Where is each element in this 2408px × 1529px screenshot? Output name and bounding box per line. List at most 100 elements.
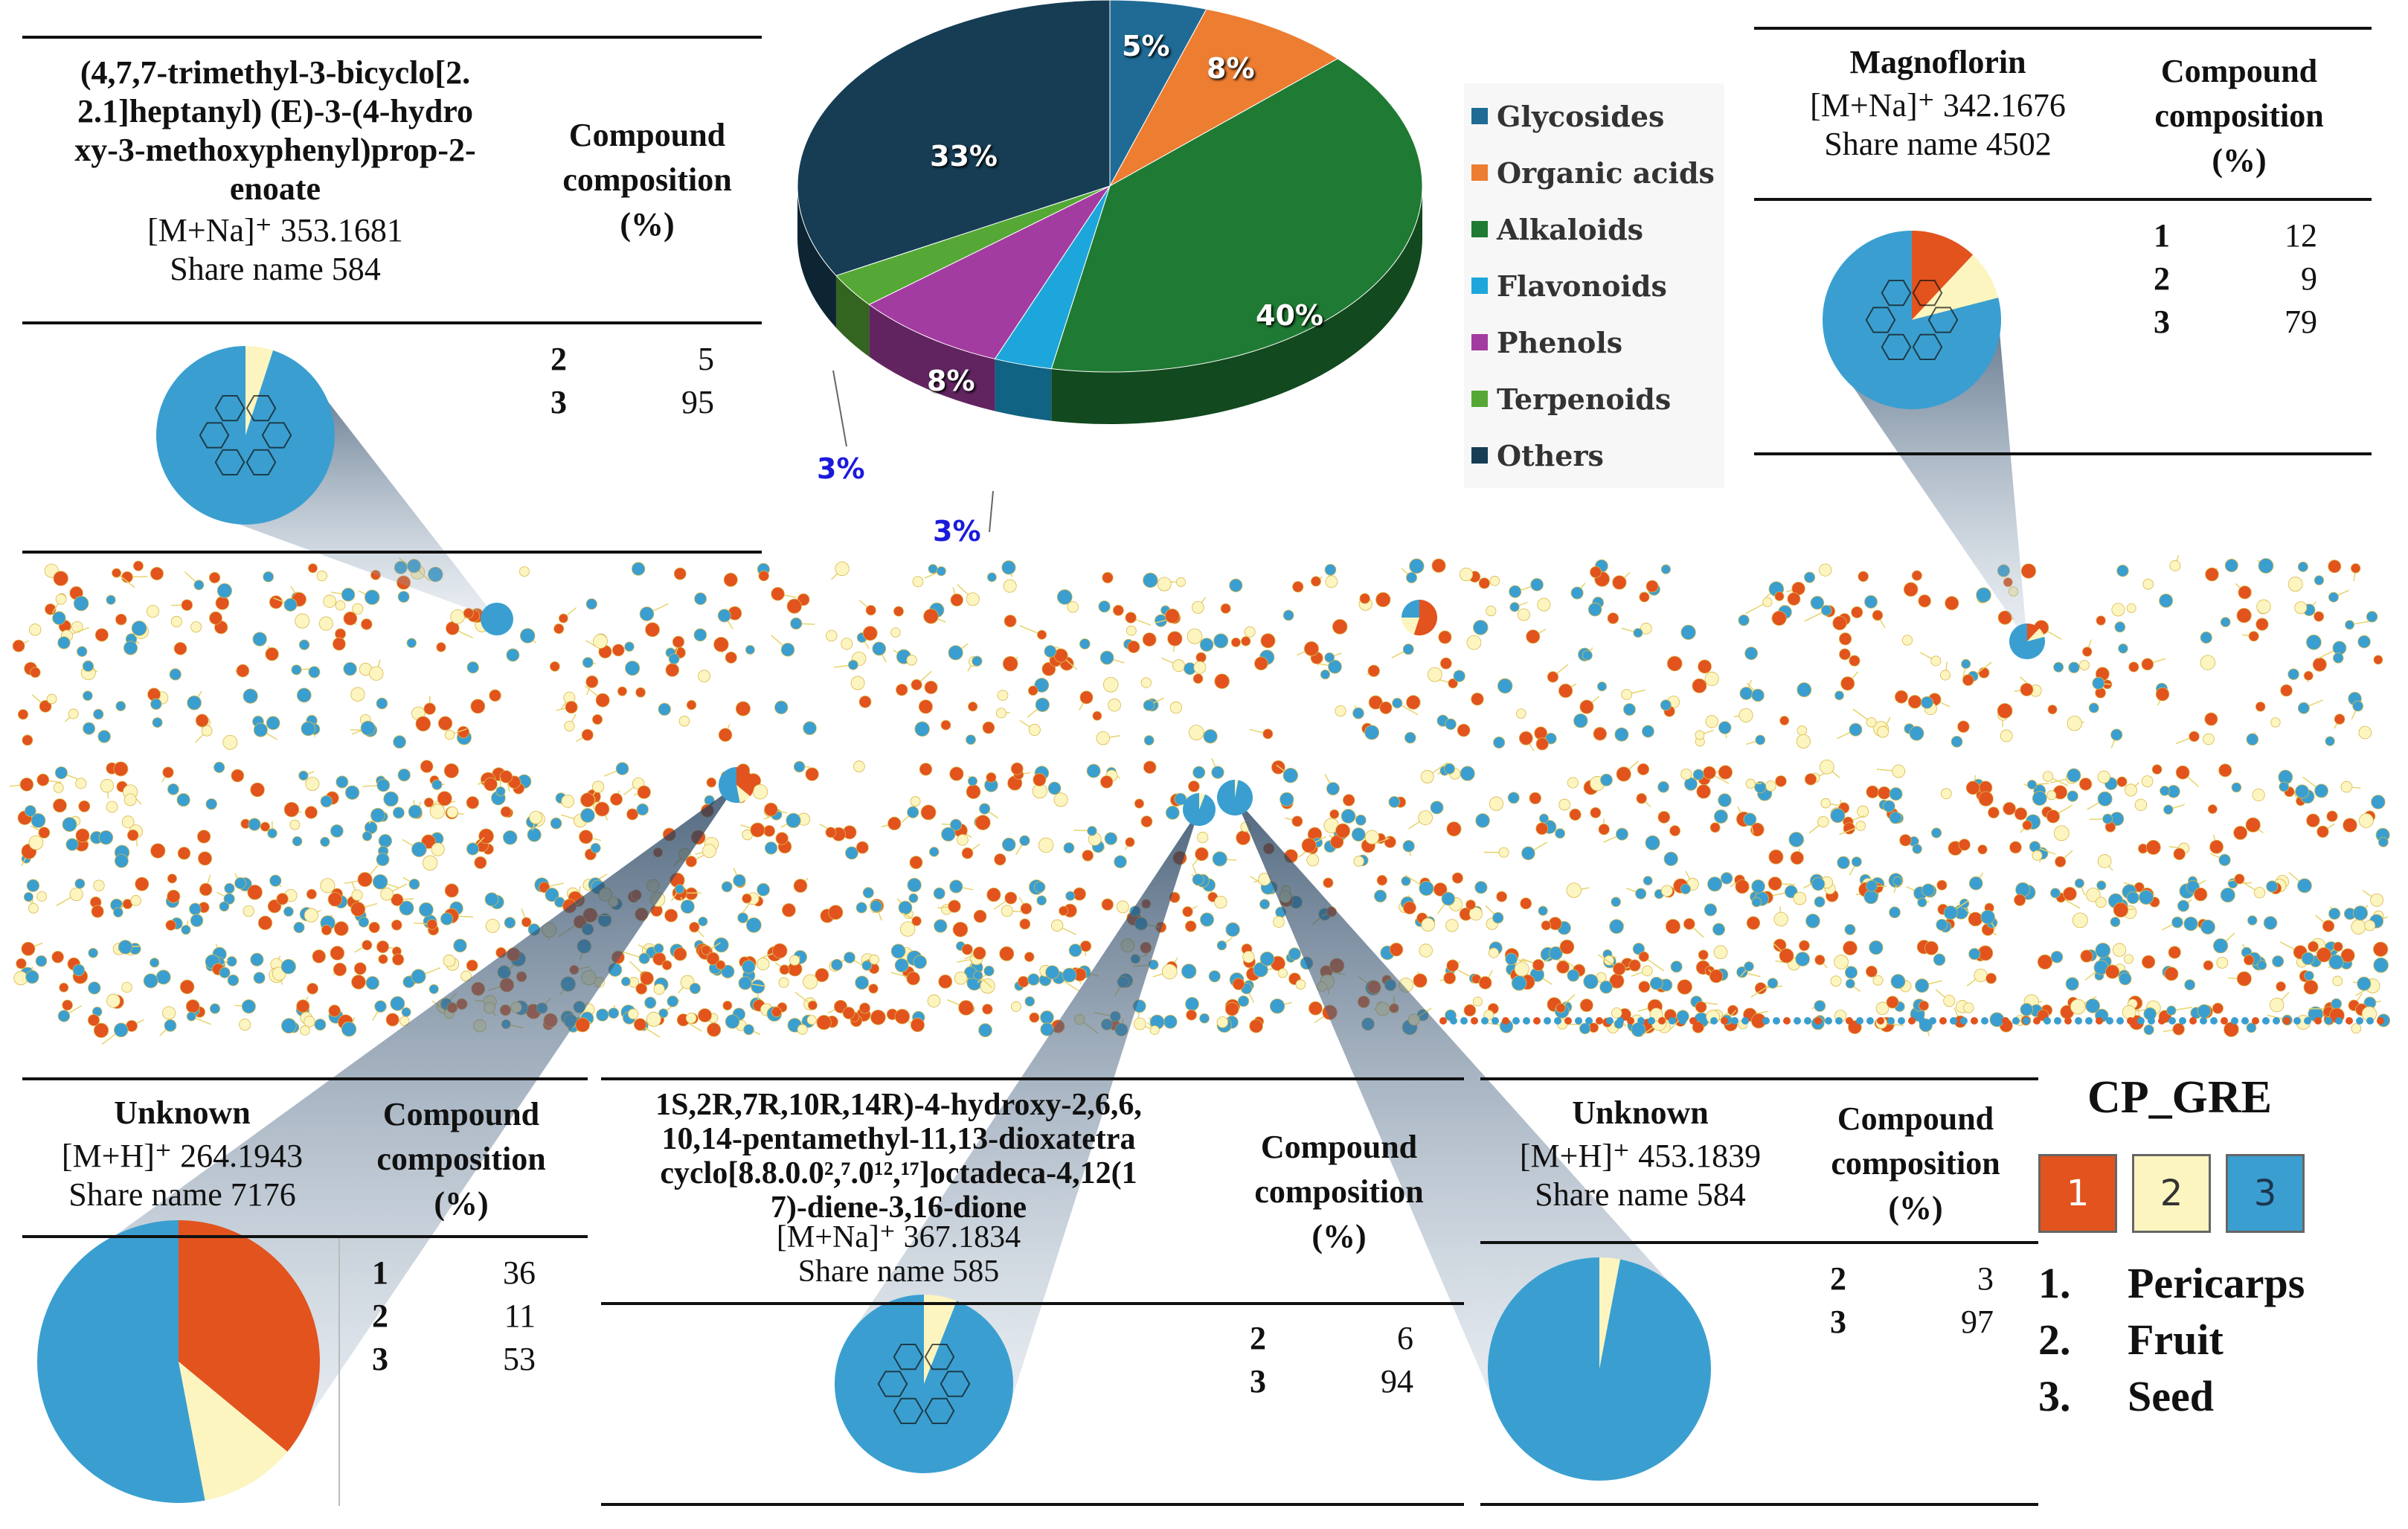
network-node (2177, 900, 2190, 912)
network-node (2316, 947, 2332, 963)
network-node (12, 639, 25, 653)
network-node (561, 794, 575, 808)
network-node (478, 828, 494, 844)
network-node (1642, 725, 1654, 738)
network-node (1259, 951, 1275, 967)
network-node (266, 716, 280, 731)
composition-header: Compound composition (%) (350, 1092, 573, 1226)
network-node (2304, 1017, 2311, 1025)
network-node (170, 615, 182, 628)
header-line: (%) (620, 206, 675, 243)
network-node (1493, 736, 1506, 749)
network-node (1805, 913, 1820, 929)
network-node (982, 721, 995, 734)
network-node (2020, 1003, 2034, 1016)
network-node (1303, 641, 1319, 656)
network-node (1169, 701, 1183, 714)
network-node (1441, 891, 1456, 906)
network-node (209, 1003, 221, 1014)
network-node (1355, 814, 1367, 826)
network-node (1517, 608, 1530, 621)
ring (245, 394, 277, 422)
network-node (1301, 838, 1317, 853)
network-node (738, 976, 752, 990)
network-node (295, 613, 310, 629)
network-node (1743, 812, 1757, 827)
network-node (1320, 669, 1331, 680)
network-node (2200, 920, 2215, 935)
network-node (1539, 813, 1549, 824)
network-node (2037, 954, 2053, 970)
network-node (1427, 667, 1442, 682)
network-node (2014, 894, 2026, 906)
network-node (72, 964, 85, 977)
network-node (1779, 948, 1794, 964)
network-node (1645, 835, 1660, 850)
network-node (440, 912, 454, 926)
table-rule (601, 1302, 1464, 1305)
network-node (1004, 615, 1017, 628)
network-node (865, 605, 876, 616)
network-node (267, 899, 282, 914)
network-node (967, 776, 978, 786)
pie-slice (245, 346, 274, 435)
network-node (1185, 997, 1199, 1011)
network-node (986, 772, 997, 783)
network-node (2352, 905, 2369, 921)
network-node (411, 969, 426, 984)
network-node (87, 1014, 100, 1027)
network-node (718, 728, 733, 742)
network-node (2112, 943, 2127, 957)
network-node (2287, 668, 2299, 680)
network-node (2269, 997, 2285, 1013)
network-node (1889, 787, 1903, 801)
share-name: Share name 585 (797, 1254, 1000, 1289)
network-node (1502, 1017, 1509, 1025)
network-node (722, 1000, 733, 1010)
network-node (764, 802, 778, 817)
network-node (2218, 853, 2231, 866)
network-node (1067, 601, 1079, 613)
legend-title: CP_GRE (2087, 1072, 2272, 1123)
network-node (1375, 592, 1391, 608)
network-node (928, 847, 940, 857)
ring (214, 449, 245, 476)
network-node (350, 901, 366, 917)
network-node (1991, 1017, 1999, 1025)
network-node (2233, 825, 2248, 840)
network-node (529, 810, 543, 824)
network-node (1532, 959, 1544, 971)
name-line: 10,14-pentamethyl-11,13-dioxatetra (661, 1122, 1136, 1156)
network-node (1047, 781, 1062, 795)
network-node (1660, 564, 1672, 574)
network-node (98, 830, 114, 845)
network-node (1027, 973, 1040, 986)
legend-label: Glycosides (1497, 99, 1665, 133)
network-node (1886, 996, 1899, 1009)
network-node (1660, 699, 1672, 711)
network-node (1665, 919, 1681, 935)
network-node (231, 769, 245, 783)
network-node (83, 690, 93, 701)
network-node (1332, 619, 1348, 635)
network-node (1291, 815, 1303, 827)
network-node (673, 567, 687, 580)
network-node (1839, 632, 1852, 646)
network-node (1968, 876, 1983, 891)
network-node (390, 996, 405, 1011)
compound-meta: [M+Na]⁺ 342.1676 Share name 4502 (1770, 86, 2105, 164)
network-node (1242, 950, 1255, 964)
network-node (181, 599, 193, 611)
network-node (615, 762, 629, 775)
network-node (1669, 825, 1680, 836)
percent-value: 11 (504, 1298, 536, 1334)
network-node (1342, 794, 1355, 807)
network-node (2306, 813, 2320, 827)
network-node (825, 827, 837, 839)
network-node (1919, 1017, 1926, 1025)
network-node (2110, 917, 2121, 927)
network-node (545, 888, 559, 903)
network-node (2209, 839, 2224, 854)
